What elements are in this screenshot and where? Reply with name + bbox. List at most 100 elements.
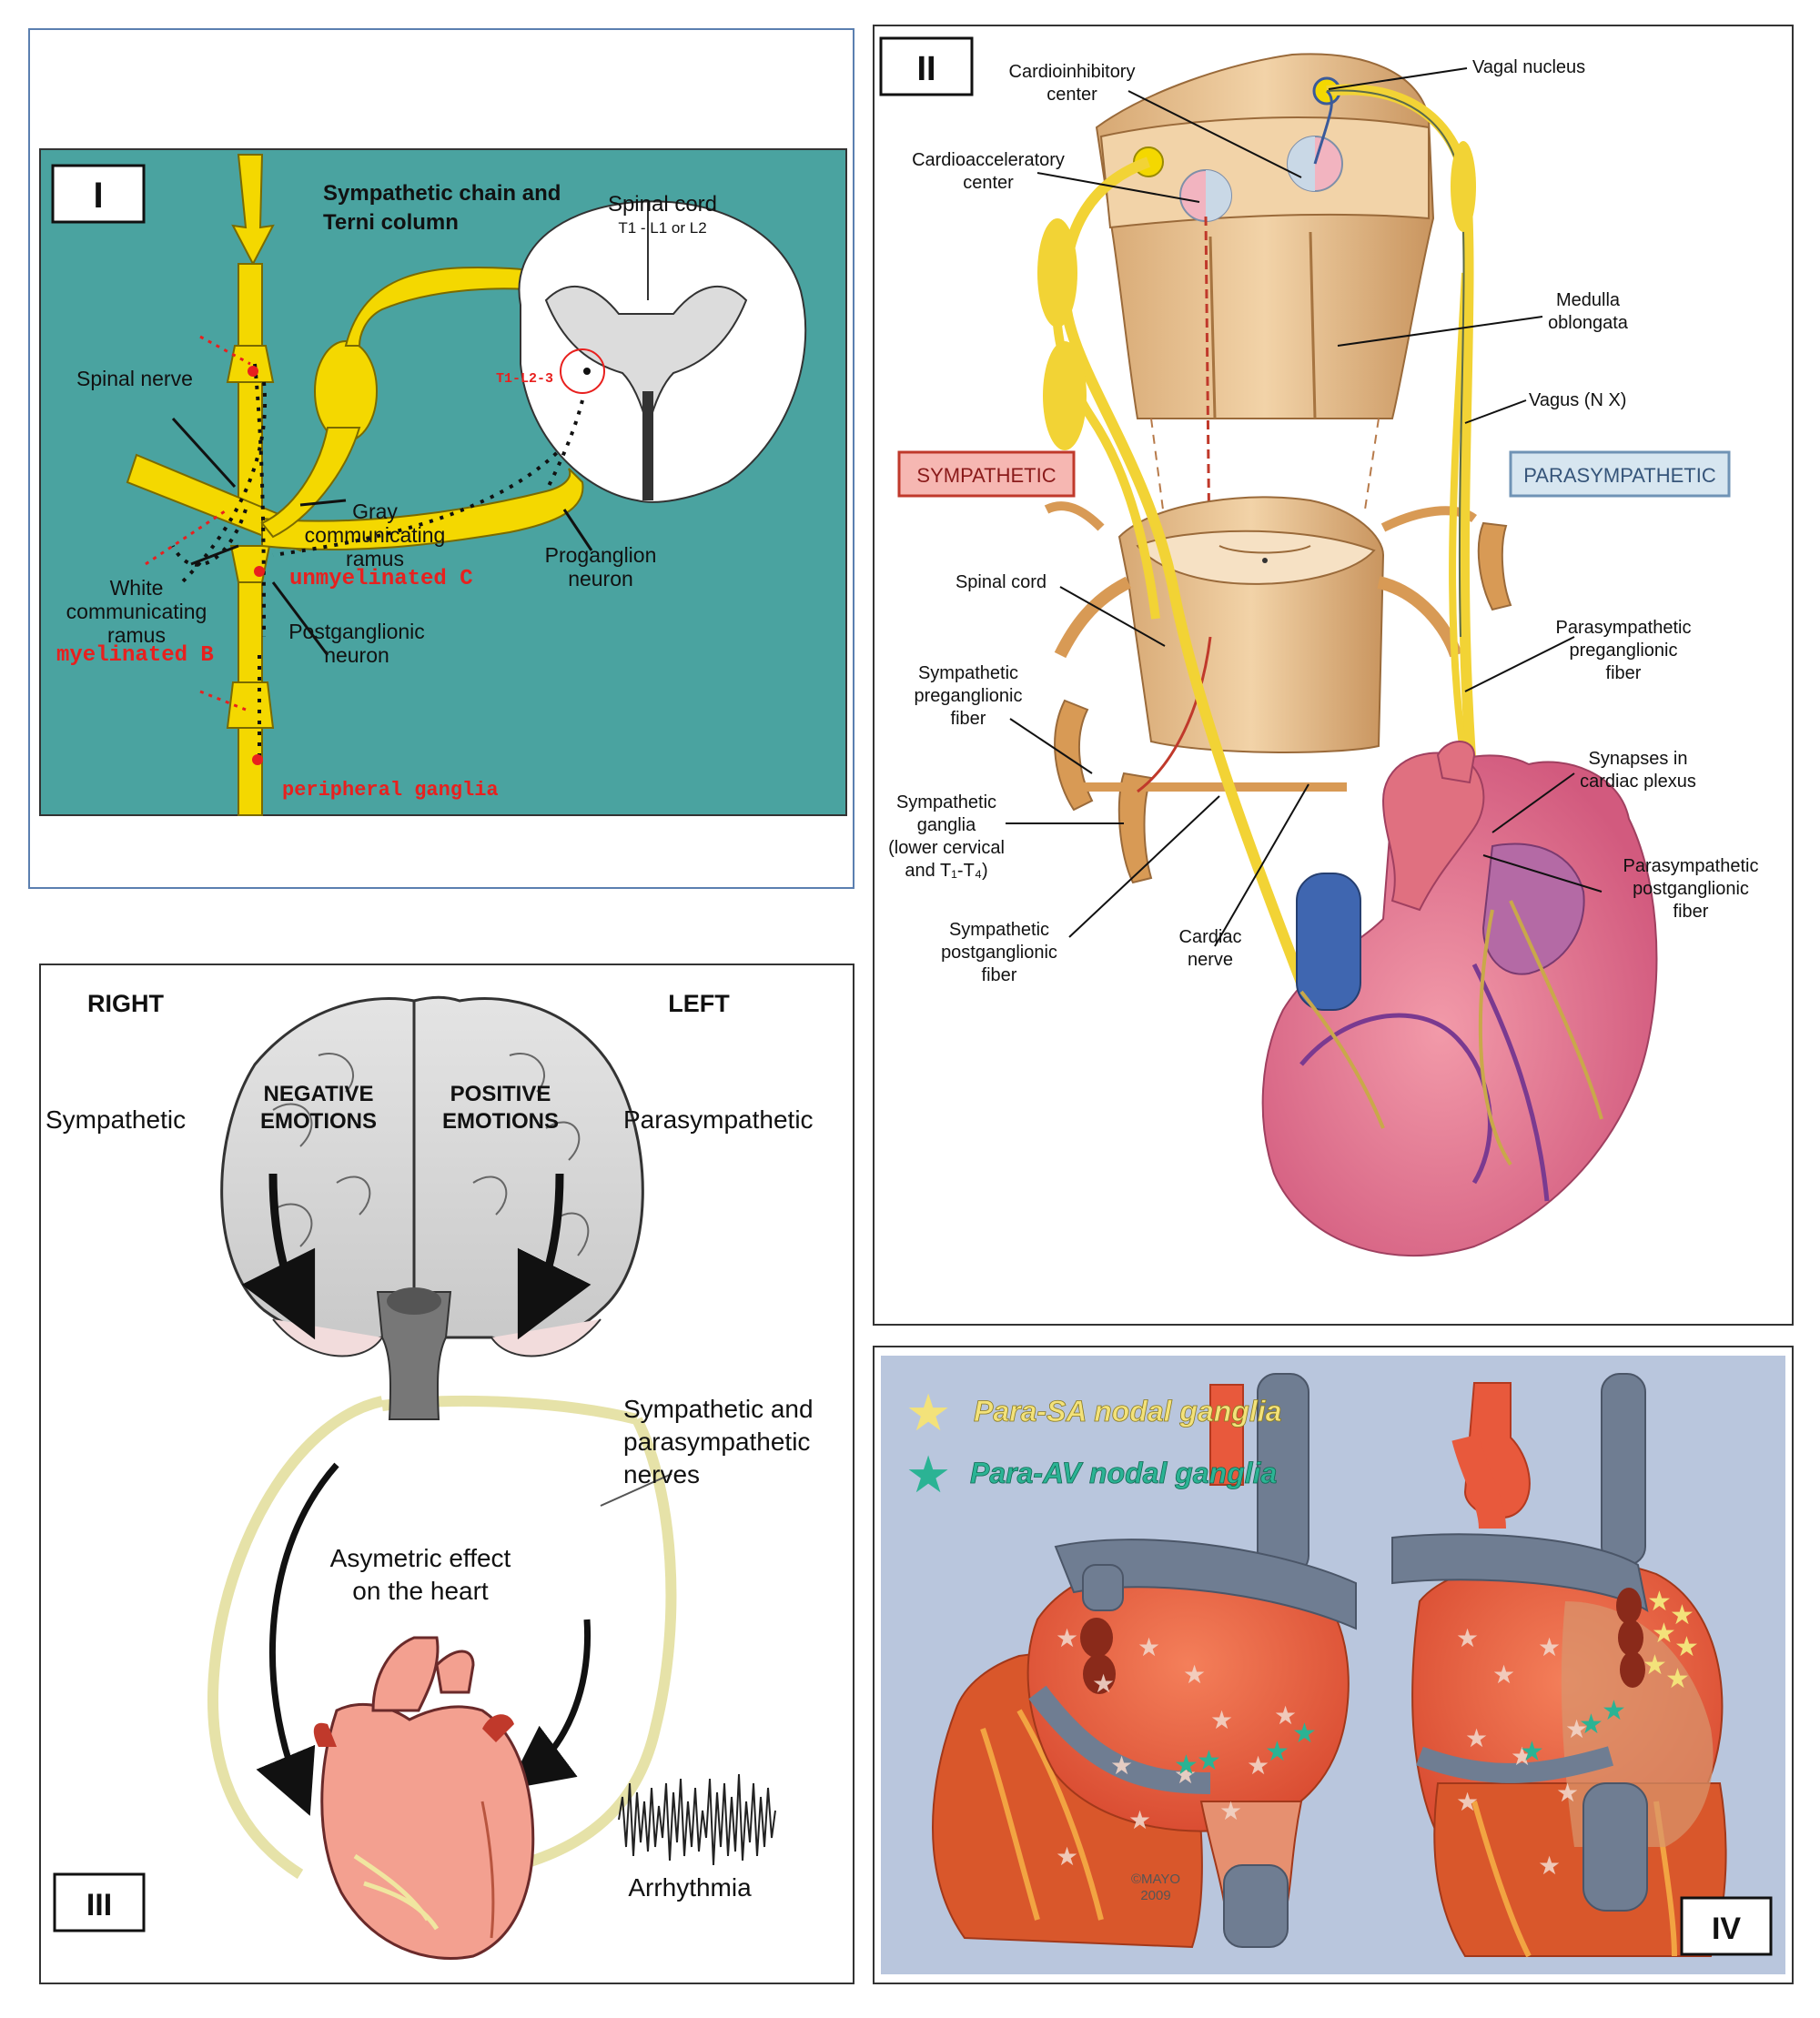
nerves-pointer [600, 1473, 672, 1507]
panel-iii-sympathetic-label: Sympathetic [46, 1105, 186, 1134]
symp-pre-label-3: fiber [951, 709, 986, 729]
positive-emotions-1: POSITIVE [450, 1082, 551, 1106]
svg-text:★: ★ [1247, 1751, 1269, 1780]
parasympathetic-box: PARASYMPATHETIC [1509, 450, 1731, 498]
panel-iii-badge-label: III [86, 1888, 112, 1922]
para-av-legend-label: Para-AV nodal ganglia [970, 1457, 1277, 1489]
symp-post-label-2: postganglionic [941, 943, 1057, 963]
para-sa-legend-label: Para-SA nodal ganglia [974, 1395, 1281, 1428]
symp-ganglia-label-2: ganglia [917, 815, 976, 835]
panel-iv-legend: ★ Para-SA nodal ganglia ★ Para-AV nodal … [905, 1384, 1282, 1503]
panel-i-white-ramus-3: ramus [107, 623, 166, 647]
svg-text:★: ★ [1292, 1719, 1317, 1749]
asymetric-label-2: on the heart [352, 1577, 489, 1605]
para-sa-legend-star-icon: ★ [905, 1384, 951, 1441]
panel-i-proganglion-1: Proganglion [545, 543, 657, 567]
panel-iv-badge-label: IV [1712, 1912, 1741, 1946]
symp-pre-label-1: Sympathetic [918, 663, 1018, 683]
panel-i-peripheral-label: peripheral ganglia [282, 779, 499, 802]
svg-text:★: ★ [1110, 1751, 1133, 1780]
panel-ii-pointers [1006, 67, 1603, 947]
panel-i-title-line1: Sympathetic chain and [323, 181, 561, 206]
symp-ganglia-label-4: and T₁-T₄) [905, 861, 987, 881]
svg-text:★: ★ [1538, 1633, 1561, 1661]
parasympathetic-box-label: PARASYMPATHETIC [1523, 464, 1716, 487]
panel-i-badge: I [51, 164, 146, 224]
svg-text:★: ★ [1602, 1696, 1626, 1726]
svg-text:★: ★ [1183, 1660, 1206, 1689]
panel-i-postganglionic-2: neuron [324, 643, 389, 667]
svg-text:★: ★ [1274, 1701, 1297, 1730]
svg-text:★: ★ [1219, 1797, 1242, 1825]
panel-ii: II SYMPATHETIC PARASYMPATHETIC Cardioinh… [873, 25, 1794, 1326]
vagal-nucleus-label: Vagal nucleus [1472, 57, 1585, 77]
left-label: LEFT [668, 990, 730, 1017]
panel-iii-heart [313, 1636, 535, 1960]
nerve-loop [207, 1396, 677, 1880]
panel-ii-badge-label: II [916, 50, 935, 88]
panel-iii: III RIGHT LEFT Sympathetic Parasympathet… [39, 964, 854, 1984]
para-pre-label-1: Parasympathetic [1556, 618, 1692, 638]
mayo-copyright-2: 2009 [1140, 1888, 1170, 1903]
para-post-label-1: Parasympathetic [1623, 856, 1759, 876]
svg-text:★: ★ [1674, 1632, 1699, 1662]
cardiac-nerve-label-1: Cardiac [1179, 927, 1242, 947]
svg-text:★: ★ [1128, 1806, 1151, 1834]
svg-text:★: ★ [1520, 1737, 1544, 1767]
panel-ii-heart [1261, 741, 1658, 1257]
svg-text:★: ★ [1056, 1624, 1078, 1652]
panel-i-gray-ramus-3: ramus [346, 547, 404, 570]
svg-text:★: ★ [1647, 1587, 1672, 1617]
cardioinhibitory-label-1: Cardioinhibitory [1009, 62, 1136, 82]
positive-arrow [517, 1173, 592, 1340]
svg-text:★: ★ [1138, 1633, 1160, 1661]
svg-text:★: ★ [1652, 1619, 1676, 1649]
red-fibres [145, 335, 251, 711]
panel-i-white-ramus-2: communicating [66, 600, 207, 623]
svg-text:★: ★ [1174, 1761, 1197, 1789]
svg-text:★: ★ [1556, 1779, 1579, 1807]
left-to-heart-arrow [507, 1619, 592, 1790]
panel-i-title-line2: Terni column [323, 210, 459, 235]
svg-text:★: ★ [1579, 1710, 1603, 1740]
para-post-label-3: fiber [1673, 902, 1709, 922]
negative-emotions-2: EMOTIONS [260, 1109, 377, 1134]
svg-text:★: ★ [1665, 1664, 1690, 1694]
cardioacceleratory-label-2: center [963, 173, 1014, 193]
medulla-label-1: Medulla [1556, 290, 1621, 310]
para-post-label-2: postganglionic [1633, 879, 1749, 899]
mayo-copyright-1: ©MAYO [1131, 1872, 1180, 1887]
svg-text:★: ★ [1511, 1742, 1533, 1771]
panel-iv-heart-right [1391, 1373, 1727, 1958]
panel-i-badge-label: I [93, 176, 103, 216]
svg-text:★: ★ [1210, 1706, 1233, 1734]
synapses-label-1: Synapses in [1589, 749, 1688, 769]
arrhythmia-trace [618, 1773, 776, 1866]
svg-text:★: ★ [1456, 1788, 1479, 1816]
symp-post-label-1: Sympathetic [949, 920, 1049, 940]
panel-iv: ★★★ ★★★ ★★★ ★★★ ★★★ ★★★ ★★★ ★★★ ★★★ ★ ★★… [873, 1346, 1794, 1984]
svg-text:★: ★ [1643, 1650, 1667, 1680]
medulla-oblongata [1095, 53, 1435, 419]
panel-ii-spinal-cord-label: Spinal cord [956, 572, 1046, 592]
sympathetic-box-label: SYMPATHETIC [916, 464, 1056, 487]
white-ganglia-stars: ★★★ ★★★ ★★★ ★★★ ★★★ ★★★ ★★★ [1056, 1624, 1588, 1880]
symp-post-label-3: fiber [982, 965, 1017, 985]
sympathetic-box: SYMPATHETIC [897, 450, 1076, 498]
svg-text:★: ★ [1056, 1842, 1078, 1871]
panel-i-proganglion-2: neuron [568, 567, 633, 590]
right-to-heart-arrow [256, 1462, 339, 1816]
panel-i-gray-ramus-1: Gray [352, 499, 398, 523]
neuron-bodies [248, 366, 265, 765]
negative-emotions-1: NEGATIVE [264, 1082, 374, 1106]
synapses-label-2: cardiac plexus [1580, 772, 1696, 792]
panel-i-spinal-levels: T1 - L1 or L2 [618, 219, 706, 237]
spinal-cord-section [518, 200, 807, 503]
sympathetic-ganglia [1054, 521, 1512, 884]
panel-iii-parasympathetic-label: Parasympathetic [623, 1105, 814, 1134]
panel-i-white-ramus-1: White [110, 576, 164, 600]
panel-i-gray-ramus-2: communicating [305, 523, 446, 547]
para-av-stars: ★★★ ★★★ ★ [1174, 1696, 1626, 1781]
para-sa-stars: ★★★ ★★★ [1643, 1587, 1699, 1694]
